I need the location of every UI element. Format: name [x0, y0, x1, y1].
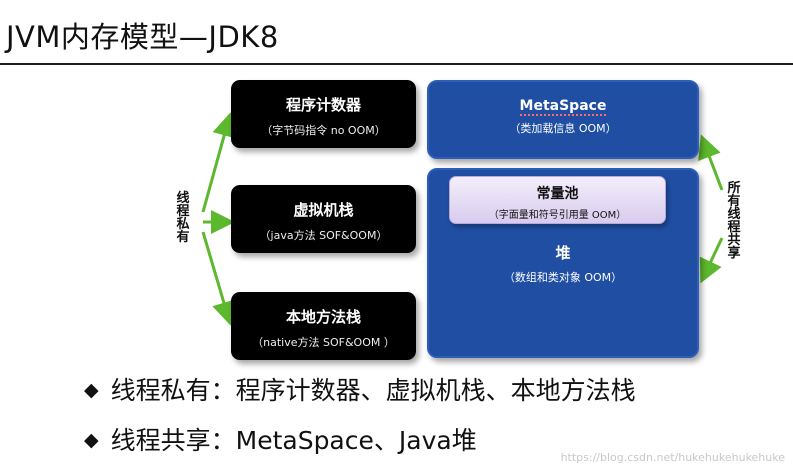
arrow-to-metaspace	[698, 134, 724, 191]
title-divider	[0, 63, 793, 65]
arrow-to-counter	[201, 112, 236, 213]
bullet-shared-text: 线程共享：MetaSpace、Java堆	[110, 426, 477, 455]
constant-pool-title: 常量池	[536, 186, 579, 202]
heap-title: 堆	[555, 244, 571, 262]
constant-pool-box: 常量池 （字面量和符号引用量 OOM）	[449, 176, 666, 224]
program-counter-desc: （字节码指令 no OOM）	[261, 124, 386, 137]
vm-stack-box: 虚拟机栈 （java方法 SOF&OOM）	[231, 185, 416, 253]
native-stack-title: 本地方法栈	[285, 308, 361, 326]
diamond-bullet-icon: ◆	[84, 429, 99, 451]
metaspace-title: MetaSpace	[519, 98, 607, 116]
native-stack-desc: （native方法 SOF&OOM ）	[252, 336, 395, 349]
arrow-to-native-stack	[201, 231, 236, 326]
program-counter-title: 程序计数器	[285, 96, 361, 114]
bullet-private-text: 线程私有：程序计数器、虚拟机栈、本地方法栈	[110, 376, 636, 405]
thread-private-label: 线程私有	[176, 191, 190, 245]
metaspace-desc: （类加载信息 OOM）	[509, 122, 617, 135]
watermark: https://blog.csdn.net/hukehukehukehuke	[560, 451, 785, 464]
bullet-shared: ◆ 线程共享：MetaSpace、Java堆	[84, 421, 477, 457]
vm-stack-desc: （java方法 SOF&OOM）	[259, 229, 388, 242]
vm-stack-title: 虚拟机栈	[293, 201, 354, 219]
metaspace-box: MetaSpace （类加载信息 OOM）	[427, 80, 699, 159]
bullet-private: ◆ 线程私有：程序计数器、虚拟机栈、本地方法栈	[84, 371, 636, 407]
native-stack-box: 本地方法栈 （native方法 SOF&OOM ）	[231, 292, 416, 360]
heap-desc: （数组和类对象 OOM）	[503, 271, 623, 284]
diamond-bullet-icon: ◆	[84, 379, 99, 401]
constant-pool-desc: （字面量和符号引用量 OOM）	[488, 210, 627, 221]
program-counter-box: 程序计数器 （字节码指令 no OOM）	[231, 80, 416, 148]
thread-shared-label: 所有线程共享	[727, 181, 741, 261]
arrow-to-heap	[699, 237, 724, 284]
page-title: JVM内存模型—JDK8	[6, 20, 279, 54]
